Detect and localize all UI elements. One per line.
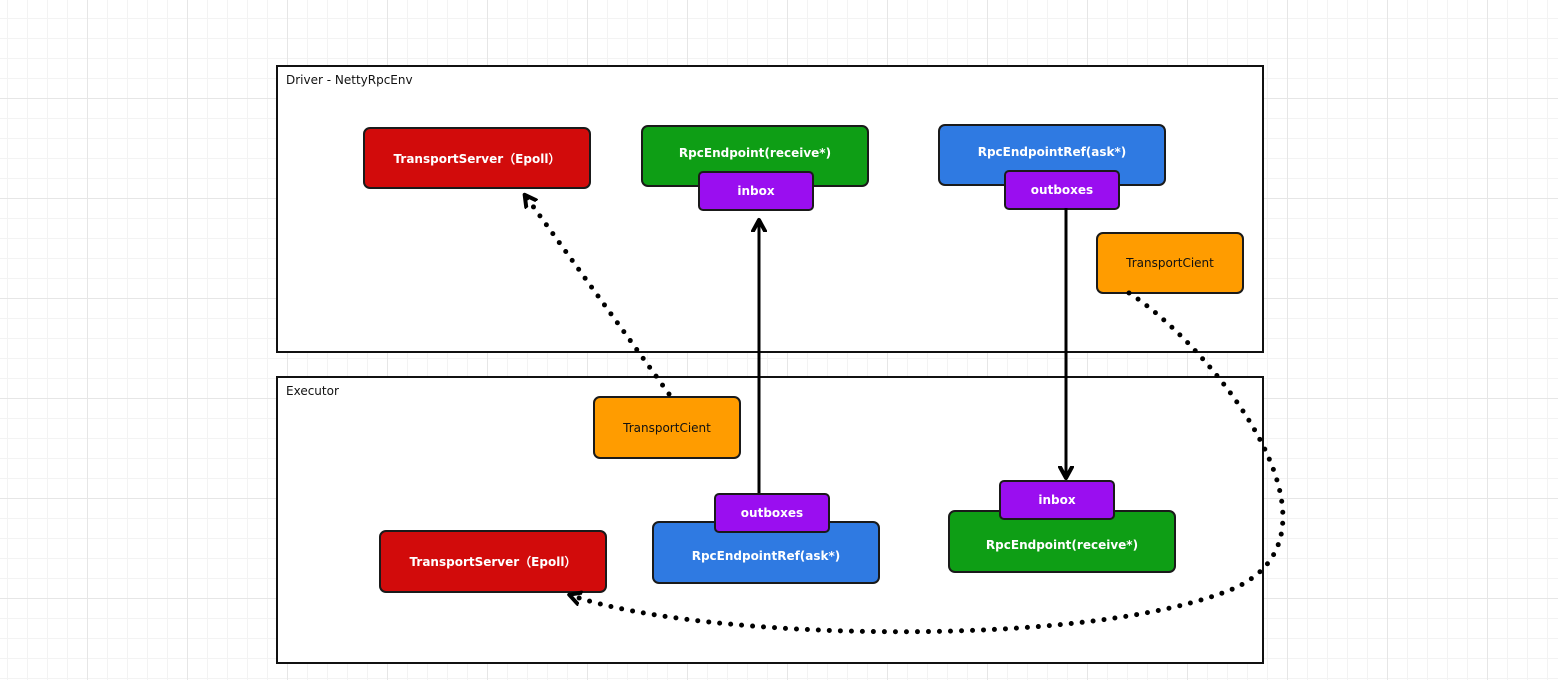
executor-transport-client[interactable]: TransportCient — [593, 396, 741, 459]
executor-inbox[interactable]: inbox — [999, 480, 1115, 520]
driver-outboxes[interactable]: outboxes — [1004, 170, 1120, 210]
executor-outboxes[interactable]: outboxes — [714, 493, 830, 533]
executor-frame-title: Executor — [286, 384, 339, 398]
driver-frame-title: Driver - NettyRpcEnv — [286, 73, 413, 87]
driver-transport-client[interactable]: TransportCient — [1096, 232, 1244, 294]
driver-inbox[interactable]: inbox — [698, 171, 814, 211]
driver-transport-server[interactable]: TransportServer（Epoll） — [363, 127, 591, 189]
executor-transport-server[interactable]: TransportServer（Epoll） — [379, 530, 607, 593]
